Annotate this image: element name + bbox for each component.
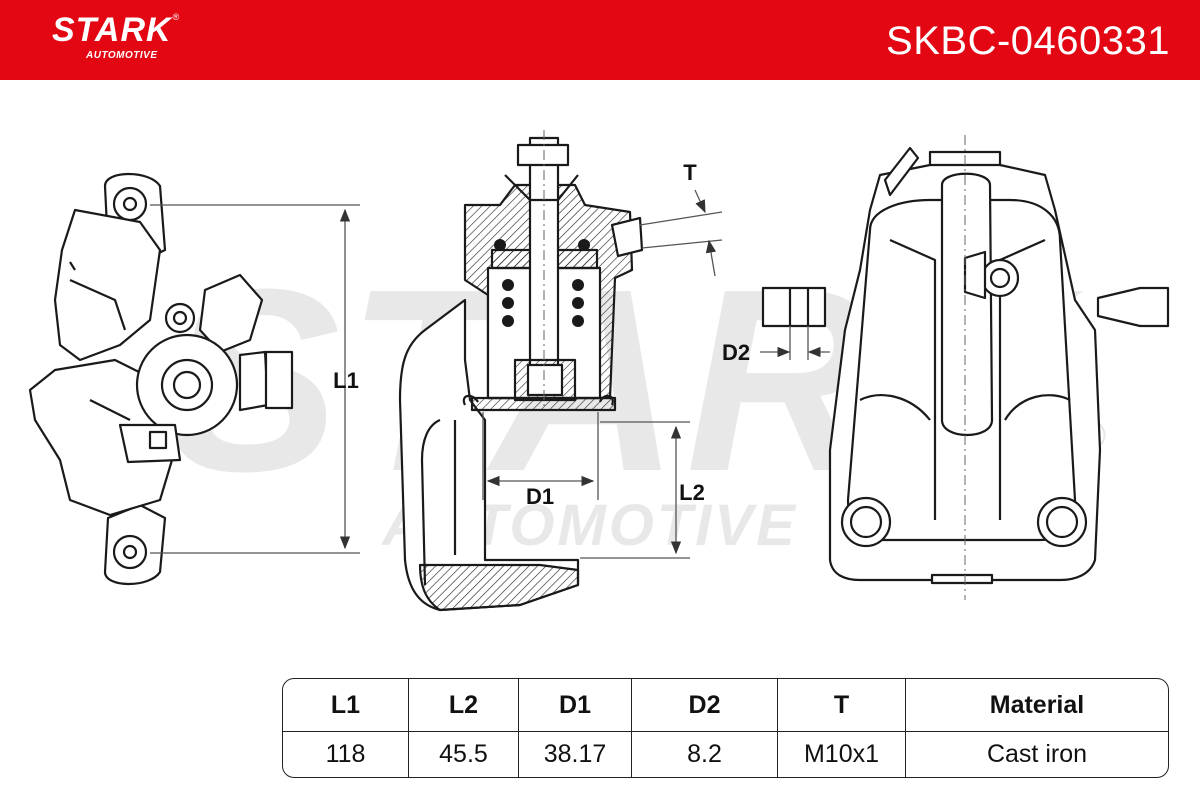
header-d2: D2 [631,679,778,732]
dimension-l1 [150,204,360,554]
caliper-section-view [398,130,644,612]
value-d2: 8.2 [631,731,778,777]
value-t: M10x1 [777,731,906,777]
label-t: T [683,160,697,185]
header-material: Material [905,679,1168,732]
caliper-side-view [28,173,294,585]
spec-header-row: L1 L2 D1 D2 T Material [283,679,1168,732]
header-l2: L2 [408,679,519,732]
label-d1: D1 [526,484,554,509]
value-l2: 45.5 [408,731,519,777]
dimension-t [639,189,723,277]
header-d1: D1 [518,679,632,732]
caliper-back-view [761,135,1170,600]
logo-subtitle: AUTOMOTIVE [86,50,158,61]
stark-logo[interactable]: STARK® AUTOMOTIVE [52,11,180,61]
caliper-technical-drawing: STARK AUTOMOTIVE ® L1 [28,130,1170,612]
label-l2: L2 [679,480,705,505]
part-number: SKBC-0460331 [886,19,1170,63]
dimension-l2 [580,421,690,559]
value-l1: 118 [283,731,409,777]
logo-registered-mark: ® [172,12,180,22]
spec-value-row: 118 45.5 38.17 8.2 M10x1 Cast iron [283,731,1168,777]
dimension-d2 [760,326,830,360]
label-l1: L1 [333,368,359,393]
value-d1: 38.17 [518,731,632,777]
value-material: Cast iron [986,740,1088,768]
dimension-d1 [482,412,599,500]
header-t: T [777,679,906,732]
spec-table: L1 L2 D1 D2 T Material 118 45.5 38.17 8.… [282,678,1169,778]
label-d2: D2 [722,340,750,365]
header-l1: L1 [283,679,409,732]
header-bar: STARK® AUTOMOTIVE SKBC-0460331 [0,0,1200,80]
logo-brand: STARK [52,11,172,49]
